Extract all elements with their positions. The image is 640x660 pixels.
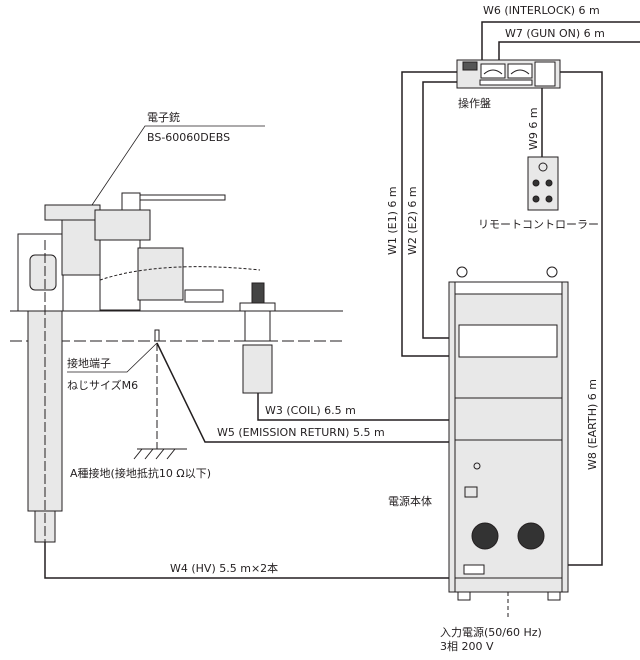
cable-w2-label: W2 (E2) 6 m	[406, 186, 419, 255]
remote-controller-label: リモートコントローラー	[478, 218, 599, 231]
cable-w4-label: W4 (HV) 5.5 m×2本	[170, 562, 279, 575]
cable-w1-label: W1 (E1) 6 m	[386, 186, 399, 255]
electron-gun	[17, 192, 261, 543]
cable-w3	[257, 393, 449, 421]
power-supply-label: 電源本体	[388, 495, 432, 508]
input-power-label: 入力電源(50/60 Hz)	[440, 626, 542, 639]
ground-label: A種接地(接地抵抗10 Ω以下)	[70, 467, 212, 480]
ground-symbol	[133, 329, 187, 460]
cable-w6	[481, 21, 640, 60]
cable-w8	[560, 71, 603, 566]
power-supply-cabinet	[448, 266, 569, 601]
input-voltage-label: 3相 200 V	[440, 640, 494, 653]
cable-w9-label: W9 6 m	[527, 107, 540, 150]
cable-w4	[44, 542, 449, 579]
control-panel-label: 操作盤	[458, 97, 491, 110]
screw-size-label: ねじサイズM6	[67, 379, 139, 392]
cable-w7	[498, 41, 640, 60]
cable-w8-label: W8 (EARTH) 6 m	[586, 379, 599, 470]
cable-w5	[156, 342, 449, 443]
cable-w1	[401, 71, 457, 357]
cable-w6-label: W6 (INTERLOCK) 6 m	[483, 4, 600, 17]
terminal-leader-line	[67, 342, 158, 373]
control-panel	[456, 59, 561, 89]
remote-controller	[527, 156, 559, 211]
gun-title: 電子銃	[147, 111, 180, 124]
ground-terminal-label: 接地端子	[67, 357, 111, 370]
cable-w2	[422, 81, 457, 339]
gun-model: BS-60060DEBS	[147, 131, 231, 144]
gun-leader-line	[91, 125, 265, 206]
coil	[239, 282, 276, 394]
cable-w5-label: W5 (EMISSION RETURN) 5.5 m	[217, 426, 385, 439]
cable-w7-label: W7 (GUN ON) 6 m	[505, 27, 605, 40]
cable-w3-label: W3 (COIL) 6.5 m	[265, 404, 356, 417]
